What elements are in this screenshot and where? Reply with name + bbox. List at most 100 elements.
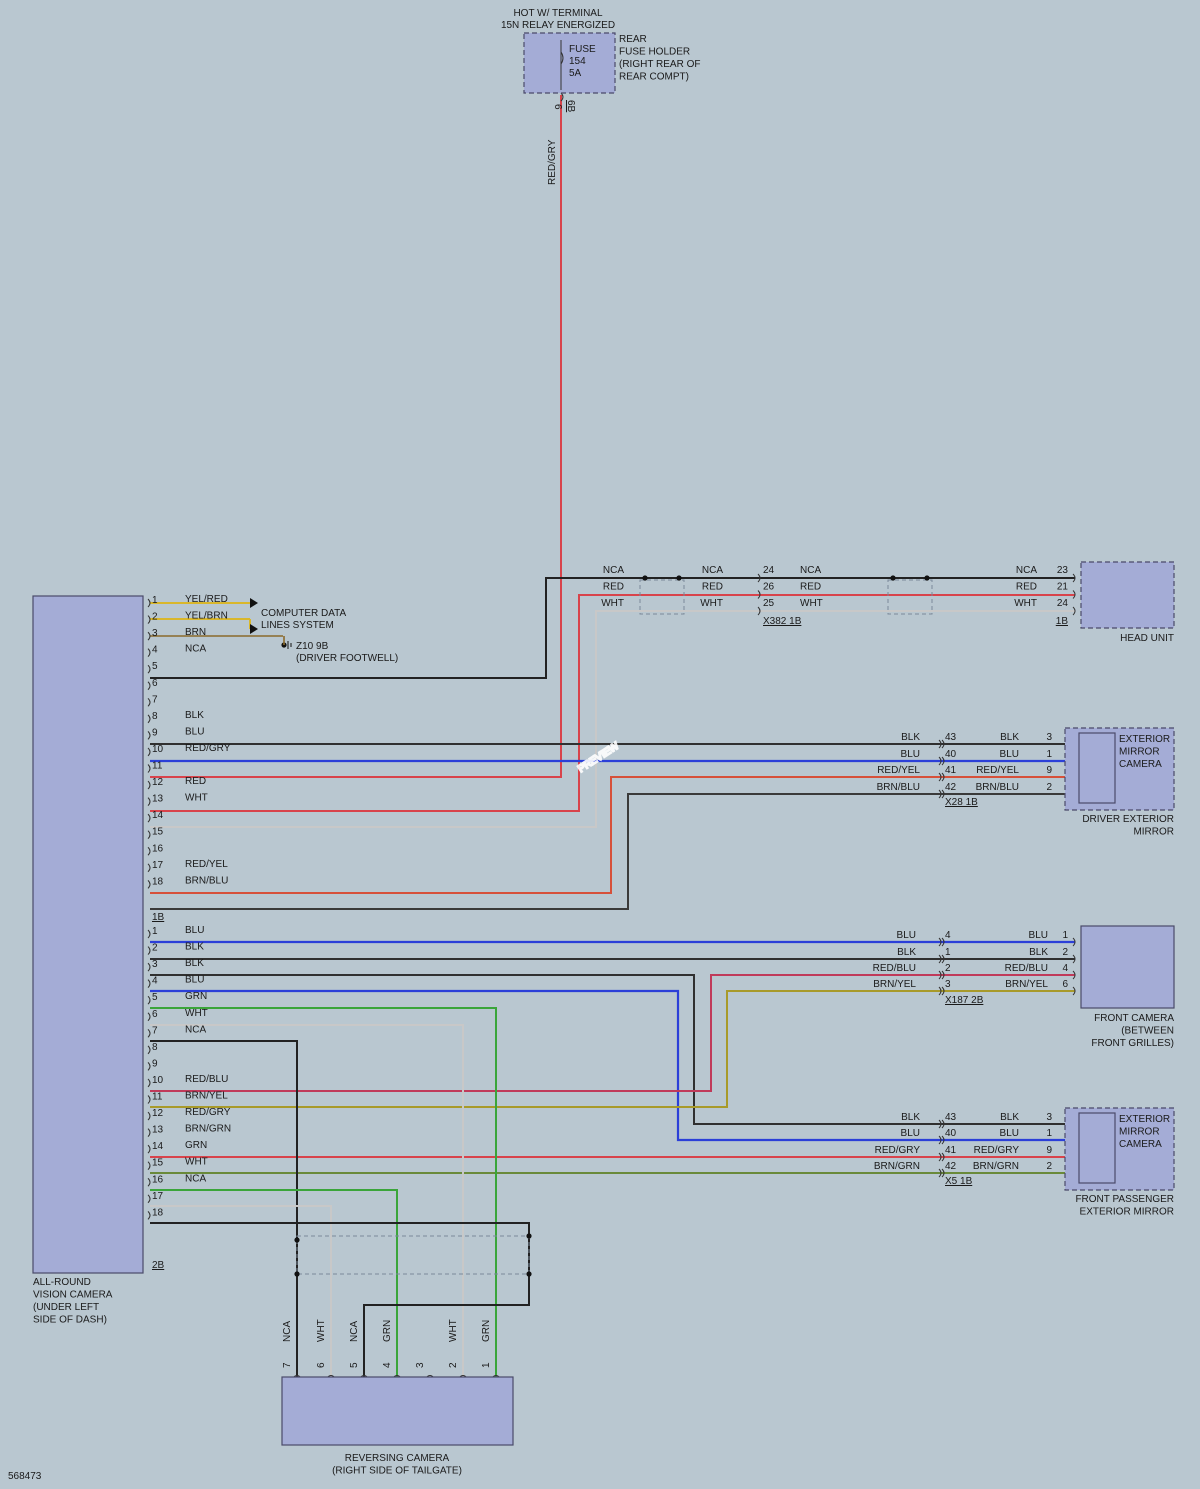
fuse-number: 154 [569,56,586,67]
fuse-supply-line-1: HOT W/ TERMINAL [513,8,603,19]
reversing-pin-6: 6 [316,1362,327,1368]
fuse-terminal [560,92,564,102]
x382-right-label-0: NCA [800,565,821,576]
front-camera-label-0: FRONT CAMERA [1094,1013,1174,1024]
front_camera-connector-label: X187 2B [945,995,984,1006]
x382-left-label-0: NCA [603,565,624,576]
x382-left-label-2: WHT [601,598,624,609]
module-pin-2-12: 12 [152,1108,164,1119]
front_camera-left-wire-3: BRN/YEL [873,979,916,990]
module-connector-2b: 2B [152,1260,165,1271]
module-pin-2-14: 14 [152,1141,164,1152]
front_camera-connector-terminal-1 [938,954,942,964]
passenger-mirror-label-1: EXTERIOR MIRROR [1080,1207,1174,1218]
module-terminal-1-16 [147,846,151,856]
cable-shield-reversing [296,1235,530,1275]
x382-connector: X382 1B [763,616,802,627]
module-pin-1-3: 3 [152,628,158,639]
module-pin-1-12: 12 [152,777,164,788]
module-terminal-1-4 [147,648,151,658]
module-pin-2-17: 17 [152,1191,164,1202]
module-terminal-1-15 [147,830,151,840]
module-pin-2-8: 8 [152,1042,158,1053]
reversing-wire-label-5: NCA [349,1321,360,1342]
module-pin-2-2: 2 [152,943,158,954]
reversing-pin-3: 3 [415,1362,426,1368]
front-camera-terminal-2 [1072,970,1076,980]
module-terminal-2-2 [147,946,151,955]
x382-mid-label-0: NCA [702,565,723,576]
driver_mirror-connector-terminal-b-2 [941,772,945,782]
camera-module-label-4: SIDE OF DASH) [33,1315,107,1326]
front-camera-terminal-3 [1072,986,1076,996]
x382-pin-1: 26 [763,582,775,593]
module-pin-1-2: 2 [152,612,158,623]
module-pin-2-1: 1 [152,926,158,937]
module-pin-1-1: 1 [152,595,158,606]
x382-right-label-1: RED [800,582,821,593]
wire-nca-reversing-5 [150,1222,530,1377]
passenger_mirror-right-wire-3: BRN/GRN [973,1161,1019,1172]
passenger_mirror-left-wire-3: BRN/GRN [874,1161,920,1172]
front_camera-connector-terminal-b-1 [941,954,945,964]
x382-terminal-1 [757,590,761,599]
module-wire-2-2: BLK [185,942,204,953]
module-terminal-2-5 [147,995,151,1005]
front_camera-connector-pin-1: 1 [945,947,951,958]
head-unit-connector: 1B [1056,616,1069,627]
front_camera-connector-terminal-2 [938,970,942,980]
module-wire-2-14: GRN [185,1140,207,1151]
module-terminal-1-12 [147,780,151,790]
reversing-wire-label-7: NCA [282,1321,293,1342]
module-wire-2-15: WHT [185,1157,208,1168]
module-pin-1-15: 15 [152,827,164,838]
computer-data-label-2: LINES SYSTEM [261,620,334,631]
driver_mirror-connector-pin-2: 41 [945,765,957,776]
head-unit-pin-2: 24 [1057,598,1069,609]
module-wire-1-13: WHT [185,793,208,804]
passenger_mirror-device-pin-0: 3 [1046,1112,1052,1123]
module-wire-2-5: GRN [185,991,207,1002]
module-wire-2-16: NCA [185,1173,206,1184]
module-terminal-2-16 [147,1177,151,1187]
driver_mirror-left-wire-2: RED/YEL [877,765,920,776]
fuse-rating: 5A [569,68,582,79]
driver_mirror-device-pin-0: 3 [1046,732,1052,743]
driver_mirror-connector-terminal-2 [938,772,942,782]
front-camera-terminal-1 [1072,954,1076,964]
components-layer [32,32,1175,1446]
front_camera-device-pin-3: 6 [1062,979,1068,990]
splice-dot [642,575,648,581]
module-terminal-1-17 [147,863,151,873]
front_camera-connector-pin-0: 4 [945,930,951,941]
driver_mirror-connector-terminal-b-1 [941,756,945,766]
passenger_mirror-connector-terminal-b-0 [941,1119,945,1129]
x382-pin-2: 25 [763,598,775,609]
passenger_mirror-left-wire-2: RED/GRY [875,1145,921,1156]
module-terminal-2-9 [147,1062,151,1071]
front_camera-device-pin-1: 2 [1062,947,1068,958]
module-terminal-1-14 [147,813,151,823]
module-wire-1-1: YEL/RED [185,594,228,605]
fuse-holder-label-4: REAR COMPT) [619,72,689,83]
splice-dot [924,575,930,581]
head-unit-terminal-2 [1072,606,1076,616]
module-wire-1-10: RED/GRY [185,743,231,754]
module-pin-2-9: 9 [152,1058,158,1069]
module-terminal-1-6 [147,681,151,691]
passenger_mirror-right-wire-1: BLU [1000,1128,1019,1139]
module-pin-1-5: 5 [152,661,158,672]
driver_mirror-left-wire-0: BLK [901,732,920,743]
front_camera-left-wire-2: RED/BLU [873,963,916,974]
module-pin-2-16: 16 [152,1174,164,1185]
reversing-wire-label-2: WHT [448,1319,459,1342]
passenger-camera-label-1: MIRROR [1119,1127,1160,1138]
computer-data-label-1: COMPUTER DATA [261,608,347,619]
driver_mirror-connector-pin-3: 42 [945,782,957,793]
head-unit-box [1080,561,1175,629]
front_camera-connector-terminal-b-2 [941,970,945,980]
passenger-camera-label-0: EXTERIOR [1119,1114,1170,1125]
driver_mirror-connector-terminal-3 [938,789,942,799]
module-pin-1-4: 4 [152,645,158,656]
